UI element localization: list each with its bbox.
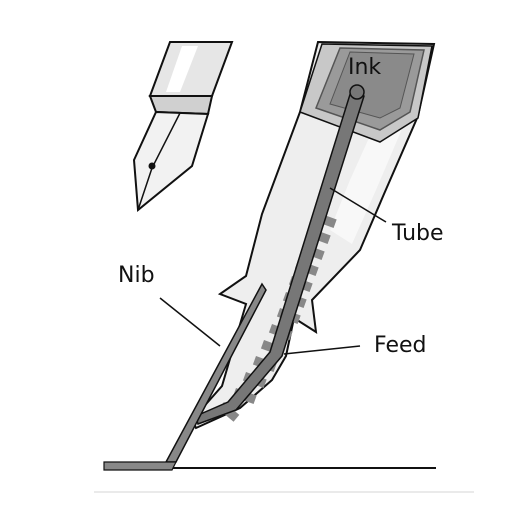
feed-label: Feed <box>374 333 427 358</box>
leader-lines <box>159 187 387 355</box>
feed-leader-line <box>283 345 361 355</box>
ink-label: Ink <box>348 55 381 80</box>
nib-leader-line <box>159 297 221 347</box>
tube-leader-line <box>329 187 387 223</box>
nib-label: Nib <box>118 263 155 288</box>
ink-tube-top <box>349 84 365 100</box>
writing-surface <box>94 461 474 493</box>
small-fountain-pen-icon <box>132 41 234 212</box>
nib-foot <box>103 461 177 471</box>
small-pen-breather-hole <box>148 162 156 170</box>
pen-cutaway <box>164 40 436 463</box>
small-pen-nib <box>132 110 210 212</box>
ink-tube-channel <box>195 86 365 425</box>
small-pen-barrel-shine <box>166 46 198 92</box>
tube-label: Tube <box>391 221 444 246</box>
